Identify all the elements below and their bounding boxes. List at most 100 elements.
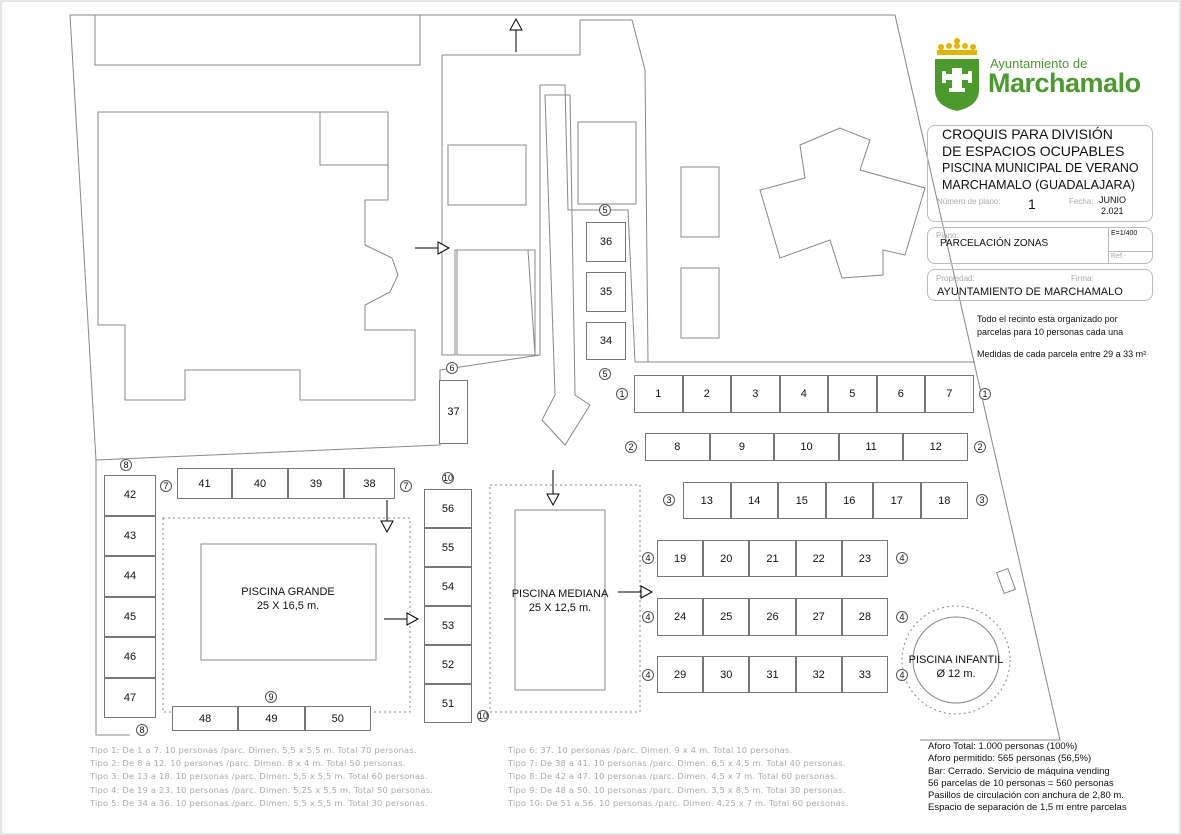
note-line: Bar: Cerrado. Servicio de máquina vendin… bbox=[928, 765, 1110, 777]
site-boundary bbox=[70, 14, 1061, 741]
zone-marker-2: 2 bbox=[974, 441, 986, 453]
pool-grande-name: PISCINA GRANDE bbox=[241, 586, 335, 598]
boundary-left bbox=[69, 14, 97, 461]
plano-box: Plano: PARCELACIÓN ZONAS E=1/400 Ref.- bbox=[927, 227, 1153, 264]
date-year: 2.021 bbox=[1101, 206, 1124, 216]
parcel-50: 50 bbox=[304, 706, 371, 731]
zone-marker-4: 4 bbox=[896, 552, 908, 564]
title-line-2: DE ESPACIOS OCUPABLES bbox=[942, 143, 1125, 159]
parcel-2: 2 bbox=[682, 375, 731, 413]
pool-grande-deck bbox=[162, 517, 411, 713]
scale: E=1/400 bbox=[1111, 230, 1138, 237]
building-main bbox=[97, 111, 416, 401]
pool-mediana-dims: 25 X 12,5 m. bbox=[528, 602, 592, 614]
parcel-39: 39 bbox=[288, 468, 344, 499]
zone-marker-2: 2 bbox=[625, 441, 637, 453]
building-small-1 bbox=[680, 166, 720, 238]
parcel-32: 32 bbox=[795, 656, 842, 693]
parcel-45: 45 bbox=[104, 596, 156, 637]
plan-number: 1 bbox=[1028, 196, 1036, 212]
building-top-left bbox=[94, 15, 421, 66]
pool-infantil-deck bbox=[901, 605, 1011, 715]
legend-line: Tipo 6: 37. 10 personas /parc. Dimen. 9 … bbox=[508, 745, 793, 755]
title-line-3: PISCINA MUNICIPAL DE VERANO bbox=[942, 161, 1139, 175]
pool-mediana-label: PISCINA MEDIANA 25 X 12,5 m. bbox=[505, 587, 615, 615]
parcel-9: 9 bbox=[709, 433, 775, 461]
arrow-right-icon bbox=[384, 612, 420, 626]
parcel-31: 31 bbox=[749, 656, 796, 693]
legend-line: Tipo 7: De 38 a 41. 10 personas /parc. D… bbox=[508, 758, 846, 769]
title-line-4: MARCHAMALO (GUADALAJARA) bbox=[942, 178, 1136, 192]
pool-infantil bbox=[912, 616, 1000, 704]
plan-number-label: Número de plano: bbox=[937, 197, 1001, 206]
parcel-24: 24 bbox=[657, 598, 704, 636]
parcel-6: 6 bbox=[876, 375, 925, 413]
parcel-22: 22 bbox=[795, 540, 842, 577]
zone-marker-7: 7 bbox=[400, 480, 412, 492]
boundary-bottom-left bbox=[95, 460, 130, 736]
parcel-21: 21 bbox=[749, 540, 796, 577]
legend-left: Tipo 1: De 1 a 7. 10 personas /parc. Dim… bbox=[90, 744, 433, 810]
pool-grande-dims: 25 X 16,5 m. bbox=[256, 600, 320, 612]
legend-line: Tipo 10: De 51 a 56. 10 personas /parc. … bbox=[508, 797, 849, 808]
title-line-1: CROQUIS PARA DIVISIÓN bbox=[942, 126, 1113, 142]
pool-infantil-name: PISCINA INFANTIL bbox=[908, 654, 1004, 666]
zone-marker-3: 3 bbox=[976, 494, 988, 506]
propiedad-box: Propiedad: Firma: AYUNTAMIENTO DE MARCHA… bbox=[927, 269, 1153, 301]
zone-marker-5: 5 bbox=[599, 368, 611, 380]
zone-marker-3: 3 bbox=[663, 494, 675, 506]
parcel-49: 49 bbox=[238, 706, 305, 731]
date-month: JUNIO bbox=[1099, 195, 1126, 205]
parcel-34: 34 bbox=[586, 322, 626, 360]
changing-room-left bbox=[447, 144, 527, 206]
zone-marker-4: 4 bbox=[896, 611, 908, 623]
parcel-46: 46 bbox=[104, 637, 156, 678]
parcel-51: 51 bbox=[424, 684, 472, 723]
info-line-3: Medidas de cada parcela entre 29 a 33 m² bbox=[977, 349, 1147, 359]
pool-infantil-dims: Ø 12 m. bbox=[936, 668, 976, 680]
parcel-19: 19 bbox=[657, 540, 704, 577]
building-annex bbox=[319, 111, 389, 166]
divider bbox=[1108, 251, 1153, 252]
capacity-notes: Aforo Total: 1.000 personas (100%) Aforo… bbox=[928, 741, 1127, 815]
parcel-42: 42 bbox=[104, 475, 156, 516]
parcel-36: 36 bbox=[586, 222, 626, 262]
zone-marker-9: 9 bbox=[265, 691, 277, 703]
parcel-25: 25 bbox=[703, 598, 750, 636]
arrow-right-icon bbox=[415, 241, 451, 255]
ramp bbox=[541, 94, 591, 446]
parcel-26: 26 bbox=[749, 598, 796, 636]
pool-infantil-label: PISCINA INFANTIL Ø 12 m. bbox=[901, 653, 1011, 681]
firma-label: Firma: bbox=[1071, 274, 1094, 283]
parcel-20: 20 bbox=[703, 540, 750, 577]
pool-grande-label: PISCINA GRANDE 25 X 16,5 m. bbox=[228, 585, 348, 613]
legend-line: Tipo 1: De 1 a 7. 10 personas /parc. Dim… bbox=[90, 745, 417, 755]
logo-line1: Ayuntamiento de bbox=[990, 56, 1088, 71]
zone-marker-5: 5 bbox=[599, 204, 611, 216]
divider bbox=[1108, 228, 1109, 264]
ref: Ref.- bbox=[1111, 253, 1127, 260]
coat-of-arms-icon bbox=[935, 38, 979, 111]
parcel-30: 30 bbox=[703, 656, 750, 693]
arrow-down-icon bbox=[546, 470, 560, 507]
note-line: Aforo Total: 1.000 personas (100%) bbox=[928, 741, 1078, 752]
parcel-44: 44 bbox=[104, 556, 156, 597]
pool-grande bbox=[200, 543, 377, 661]
parcel-40: 40 bbox=[232, 468, 288, 499]
plano-label: Plano: bbox=[936, 231, 959, 240]
zone-marker-8: 8 bbox=[120, 459, 132, 471]
vending-machine bbox=[995, 567, 1017, 595]
note-line: Aforo permitido: 565 personas (56,5%) bbox=[928, 753, 1092, 765]
legend-line: Tipo 8: De 42 a 47. 10 personas /parc. D… bbox=[508, 771, 838, 782]
building-small-2 bbox=[680, 267, 720, 339]
building-block bbox=[456, 249, 536, 356]
parcel-10: 10 bbox=[774, 433, 839, 461]
parcel-4: 4 bbox=[779, 375, 828, 413]
legend-line: Tipo 4: De 19 a 23. 10 personas /parc. D… bbox=[90, 784, 434, 795]
parcel-35: 35 bbox=[586, 272, 626, 312]
parcel-16: 16 bbox=[825, 482, 873, 519]
parcel-48: 48 bbox=[172, 706, 239, 731]
boundary-inner bbox=[95, 354, 541, 461]
parcel-11: 11 bbox=[838, 433, 904, 461]
